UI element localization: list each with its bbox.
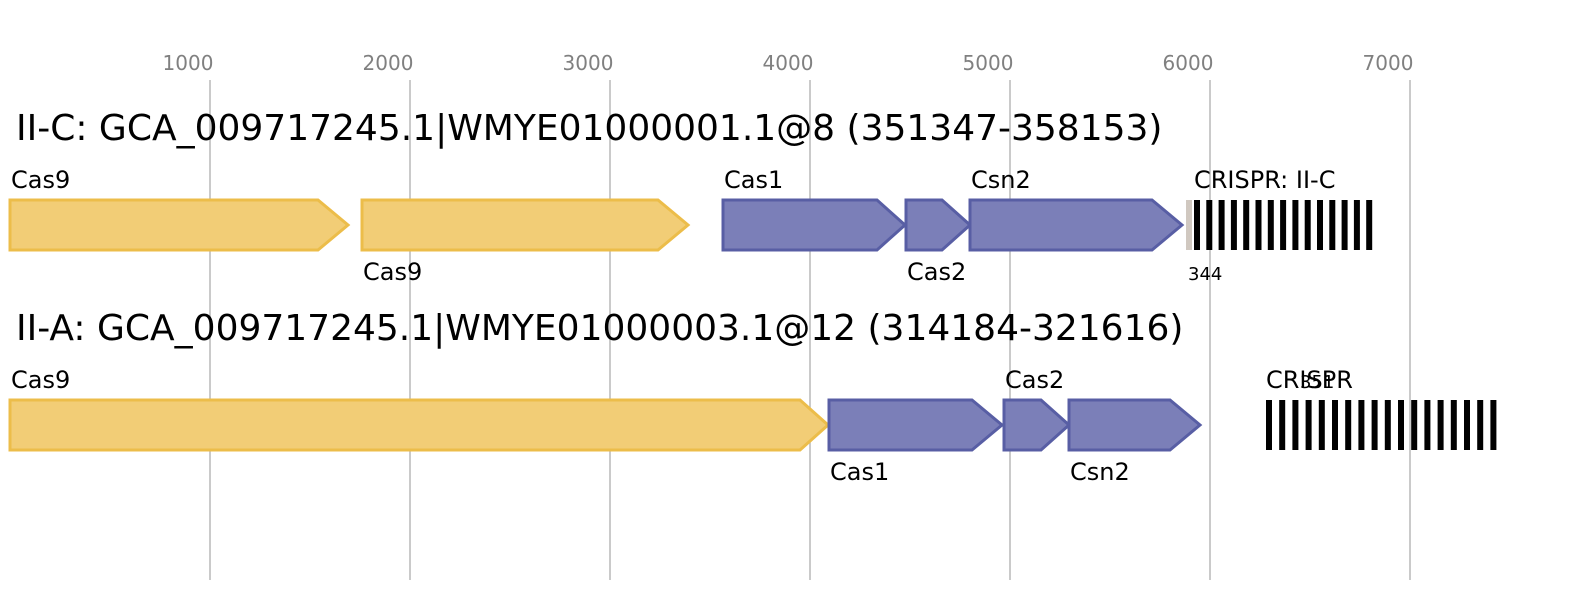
gene-arrow-csn2 [1067, 398, 1203, 452]
crispr-repeat [1371, 400, 1378, 450]
gene-label-cas9: Cas9 [363, 258, 422, 286]
axis-tick-label: 5000 [963, 51, 1014, 75]
crispr-repeat [1206, 200, 1213, 250]
axis-tick-label: 4000 [763, 51, 814, 75]
crispr-repeat [1411, 400, 1418, 450]
gene-label-csn2: Csn2 [1070, 458, 1130, 486]
gene-arrow-cas9 [8, 198, 351, 252]
crispr-repeat [1450, 400, 1457, 450]
crispr-repeat [1424, 400, 1431, 450]
axis-grid: 1000 2000 3000 4000 5000 6000 7000 [163, 51, 1414, 580]
crispr-repeat [1279, 400, 1286, 450]
crispr-repeat [1255, 200, 1262, 250]
crispr-label: CRISPR [1266, 366, 1353, 394]
gene-label-cas2: Cas2 [907, 258, 966, 286]
crispr-repeat [1332, 400, 1338, 450]
axis-tick-label: 7000 [1363, 51, 1414, 75]
gene-label-cas1: Cas1 [830, 458, 889, 486]
crispr-repeat [1384, 400, 1391, 450]
crispr-repeat [1194, 200, 1200, 250]
crispr-repeat [1305, 400, 1312, 450]
locus-title-2: II-A: GCA_009717245.1|WMYE01000003.1@12 … [16, 308, 1183, 349]
axis-tick-label: 6000 [1163, 51, 1214, 75]
crispr-repeat [1230, 200, 1237, 250]
gene-arrow-csn2 [968, 198, 1185, 252]
gene-arrow-cas2 [904, 198, 973, 252]
axis-tick-label: 2000 [363, 51, 414, 75]
crispr-repeat [1218, 200, 1225, 250]
gene-label-cas9: Cas9 [11, 366, 70, 394]
crispr-repeat [1358, 400, 1365, 450]
gene-label-cas9: Cas9 [11, 166, 70, 194]
crispr-spacer-count: 344 [1188, 264, 1222, 285]
crispr-repeat [1341, 200, 1348, 250]
locus-title-1: II-C: GCA_009717245.1|WMYE01000001.1@8 (… [16, 108, 1162, 149]
axis-tick-label: 1000 [163, 51, 214, 75]
crispr-repeat [1398, 400, 1404, 450]
crispr-spacer-count: 351 [1300, 372, 1334, 393]
crispr-repeat [1353, 200, 1360, 250]
gene-arrow-cas1 [721, 198, 908, 252]
crispr-repeat [1318, 400, 1325, 450]
crispr-repeat [1292, 400, 1299, 450]
crispr-repeat [1366, 200, 1373, 250]
crispr-repeat [1292, 200, 1299, 250]
gene-arrow-cas9 [8, 398, 831, 452]
crispr-label: CRISPR: II-C [1194, 166, 1335, 194]
crispr-repeat [1490, 400, 1497, 450]
crispr-repeat [1280, 200, 1287, 250]
crispr-leader [1186, 200, 1192, 250]
crispr-repeat [1317, 200, 1323, 250]
gene-label-cas2: Cas2 [1005, 366, 1064, 394]
gene-label-csn2: Csn2 [971, 166, 1031, 194]
crispr-repeat [1464, 400, 1470, 450]
gene-arrow-cas1 [827, 398, 1005, 452]
gene-arrow-cas2 [1002, 398, 1072, 452]
crispr-repeat [1267, 200, 1274, 250]
axis-tick-label: 3000 [563, 51, 614, 75]
crispr-repeat [1345, 400, 1352, 450]
gene-label-cas1: Cas1 [724, 166, 783, 194]
crispr-repeat [1304, 200, 1311, 250]
crispr-repeat [1329, 200, 1336, 250]
crispr-repeat [1437, 400, 1444, 450]
crispr-repeat [1243, 200, 1250, 250]
gene-arrow-cas9 [360, 198, 691, 252]
crispr-repeat [1266, 400, 1272, 450]
crispr-repeat [1477, 400, 1484, 450]
